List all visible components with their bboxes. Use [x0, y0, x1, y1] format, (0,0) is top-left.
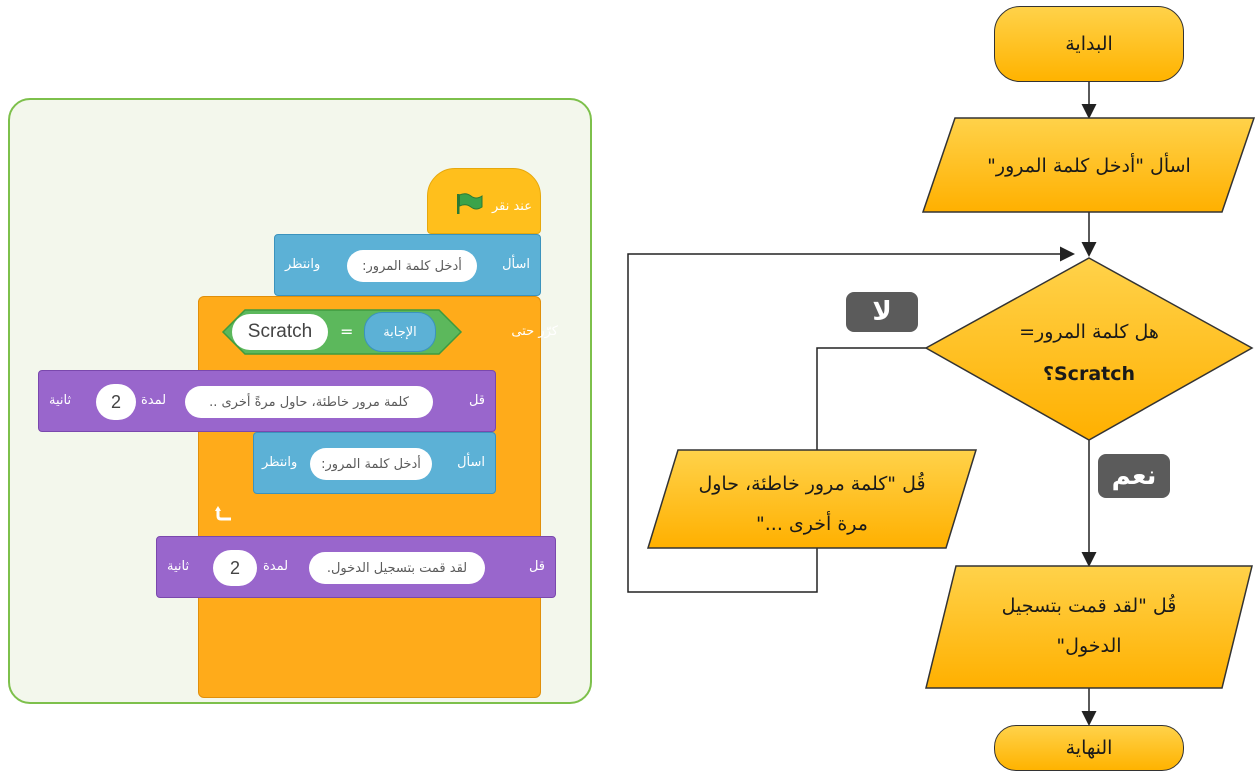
say-message-field[interactable]: كلمة مرور خاطئة، حاول مرةً أخرى ..	[185, 386, 433, 418]
ask-input-field[interactable]: أدخل كلمة المرور:	[310, 448, 432, 480]
input-parallelogram-shape	[921, 117, 1256, 213]
decision-diamond-shape	[924, 257, 1254, 441]
wrong-output-parallelogram-shape	[646, 449, 978, 549]
seconds-unit-label: ثانية	[167, 559, 190, 574]
repeat-until-block[interactable]	[198, 296, 541, 698]
seconds-field[interactable]: 2	[213, 550, 257, 586]
say-wrong-password-block[interactable]: قل كلمة مرور خاطئة، حاول مرةً أخرى .. لم…	[38, 370, 496, 432]
seconds-unit-label: ثانية	[49, 393, 72, 408]
repeat-until-label: كرّر حتى	[511, 324, 558, 339]
green-flag-icon	[457, 193, 483, 214]
decision-text-line1: هل كلمة المرور=	[1019, 321, 1159, 343]
success-output-text-line1: قُل "لقد قمت بتسجيل	[1002, 595, 1177, 617]
answer-reporter: الإجابة	[364, 312, 436, 352]
ask-label: اسأل	[457, 455, 485, 470]
and-wait-label: وانتظر	[285, 257, 321, 272]
seconds-field[interactable]: 2	[96, 384, 136, 420]
wrong-output-text-line2: مرة أخرى ..."	[756, 511, 868, 535]
ask-input-field[interactable]: أدخل كلمة المرور:	[347, 250, 477, 282]
yes-badge: نعم	[1098, 454, 1170, 498]
scratch-code-panel: عند نقر اسأل أدخل كلمة المرور: وانتظر كر…	[8, 98, 592, 704]
say-label: قل	[528, 559, 545, 574]
equals-operator: =	[340, 322, 354, 341]
ask-label: اسأل	[502, 257, 530, 272]
and-wait-label: وانتظر	[262, 455, 298, 470]
loop-arrow-icon	[215, 506, 231, 521]
for-label: لمدة	[141, 393, 167, 408]
no-badge: لا	[846, 292, 918, 332]
input-text: اسأل "أدخل كلمة المرور"	[987, 152, 1191, 177]
say-message-field[interactable]: لقد قمت بتسجيل الدخول.	[309, 552, 485, 584]
start-terminal: البداية	[994, 6, 1184, 82]
success-output-parallelogram-shape	[925, 565, 1253, 689]
wrong-output-text-line1: قُل "كلمة مرور خاطئة، حاول	[698, 473, 925, 495]
ask-and-wait-block[interactable]: اسأل أدخل كلمة المرور: وانتظر	[274, 234, 541, 296]
success-output-text-line2: الدخول"	[1056, 635, 1121, 657]
decision-text-line2: Scratch؟	[1043, 363, 1135, 385]
say-logged-in-block[interactable]: قل لقد قمت بتسجيل الدخول. لمدة 2 ثانية	[156, 536, 556, 598]
say-label: قل	[468, 393, 485, 408]
end-terminal: النهاية	[994, 725, 1184, 771]
when-flag-clicked-block[interactable]: عند نقر	[427, 168, 541, 234]
for-label: لمدة	[263, 559, 289, 574]
ask-again-block[interactable]: اسأل أدخل كلمة المرور: وانتظر	[253, 432, 496, 494]
when-clicked-label: عند نقر	[491, 199, 532, 214]
scratch-value-field[interactable]: Scratch	[232, 314, 328, 350]
